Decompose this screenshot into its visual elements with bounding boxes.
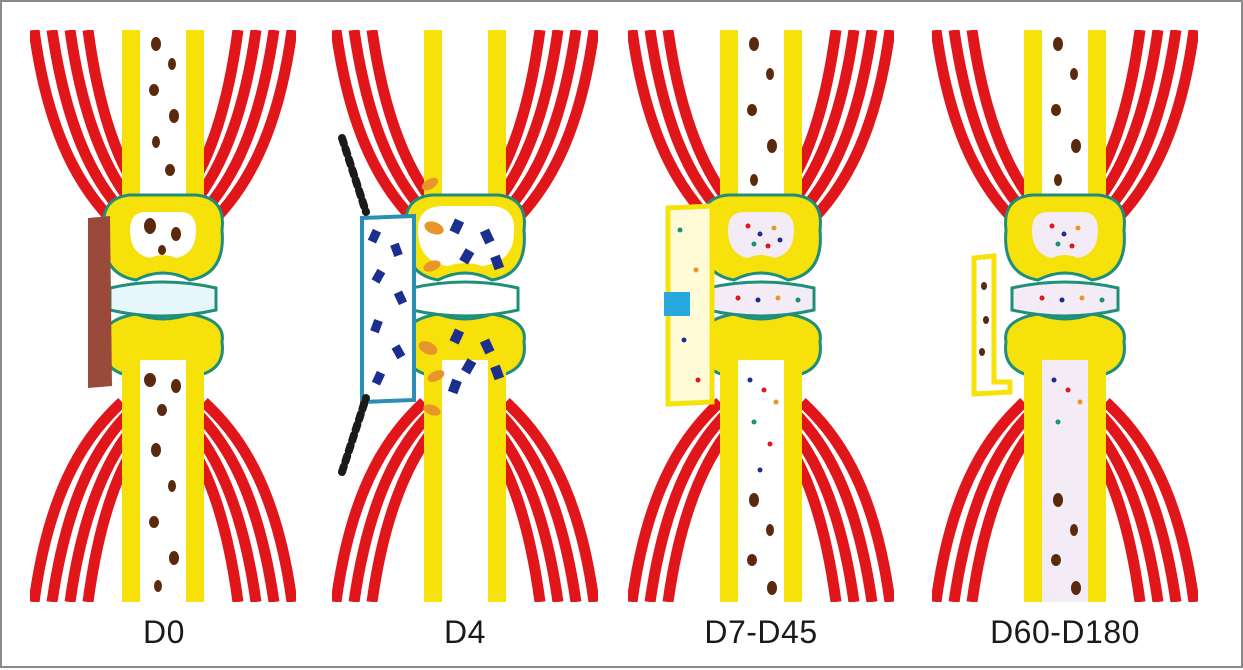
joint-space [110,282,216,316]
panel-d4-illustration [332,30,598,602]
regenerated-tissue-bar [974,256,1010,394]
tibia-bone-icon [406,314,525,602]
panel-d60-d180-illustration [932,30,1198,602]
panel-d0-illustration [30,30,296,602]
ligament-band [88,216,112,388]
stage-label-d7-d45: D7-D45 [641,614,881,651]
tibia-bone-icon [702,314,821,602]
stage-label-d0: D0 [44,614,284,651]
tibia-bone-icon [1006,314,1125,602]
graft-junction [664,292,690,316]
stage-label-d60-d180: D60-D180 [945,614,1185,651]
tibia-bone-icon [104,314,223,602]
panel-d7-d45-illustration [628,30,894,602]
joint-space [412,282,518,316]
graft-scaffold [362,216,414,402]
stage-label-d4: D4 [345,614,585,651]
